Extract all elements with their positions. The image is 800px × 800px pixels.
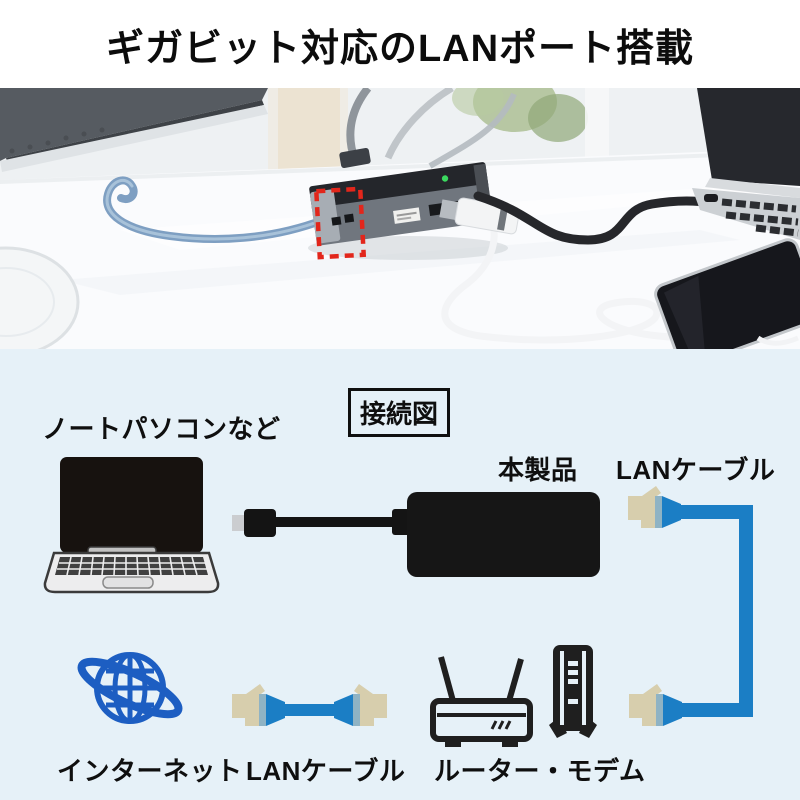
- usbc-plug: [704, 194, 718, 202]
- black-usbc-cable: [473, 191, 717, 245]
- diagram-heading: 接続図: [359, 399, 438, 429]
- laptop-key-grid: [57, 556, 207, 576]
- globe-internet-icon: [77, 652, 183, 724]
- white-cable: [441, 182, 762, 344]
- label-lan-cable-right: LANケーブル: [616, 455, 776, 485]
- laptop-photo: [692, 88, 800, 240]
- header-band: ギガビット対応のLANポート搭載: [0, 0, 800, 88]
- monitor: [0, 88, 268, 172]
- window-frame: [585, 88, 609, 162]
- label-product: 本製品: [498, 455, 578, 485]
- lan-cable-right: [681, 505, 753, 717]
- phone-cable: [756, 335, 799, 346]
- laptop-icon: [43, 457, 220, 594]
- laptop-keys: [721, 198, 799, 237]
- monitor-buttons: [9, 127, 105, 154]
- label-lan-cable-bottom: LANケーブル: [246, 756, 406, 786]
- label-router-modem: ルーター・モデム: [434, 756, 646, 786]
- usb-stick: [439, 197, 520, 235]
- label-laptop: ノートパソコンなど: [42, 414, 281, 444]
- hub-shadow: [308, 236, 508, 260]
- usbc-cable-icon: [232, 509, 410, 537]
- label-internet: インターネット: [57, 756, 243, 786]
- power-led: [441, 175, 449, 182]
- router-icon: [430, 656, 533, 747]
- product-photo-canvas: [0, 88, 800, 349]
- gray-cables: [339, 88, 517, 169]
- laptop-trackpad: [102, 576, 154, 589]
- lan-port-highlight: [313, 186, 367, 260]
- rj45-plug-icon: [628, 486, 681, 528]
- lan-cable-icon: [232, 684, 387, 726]
- page-title: ギガビット対応のLANポート搭載: [105, 27, 695, 70]
- modem-icon: [549, 645, 597, 738]
- diagram-heading-box: 接続図: [348, 388, 450, 437]
- connection-diagram: 接続図 ノートパソコンなど 本製品 LANケーブル インターネット LANケーブ…: [0, 349, 800, 800]
- smartphone: [654, 238, 800, 349]
- product-box: [407, 492, 600, 577]
- blue-lan-cable-photo: [103, 176, 327, 243]
- product-photo: [0, 88, 800, 349]
- rj45-plug-icon: [629, 684, 682, 726]
- round-tray: [0, 246, 80, 349]
- diagram-canvas: [43, 457, 753, 747]
